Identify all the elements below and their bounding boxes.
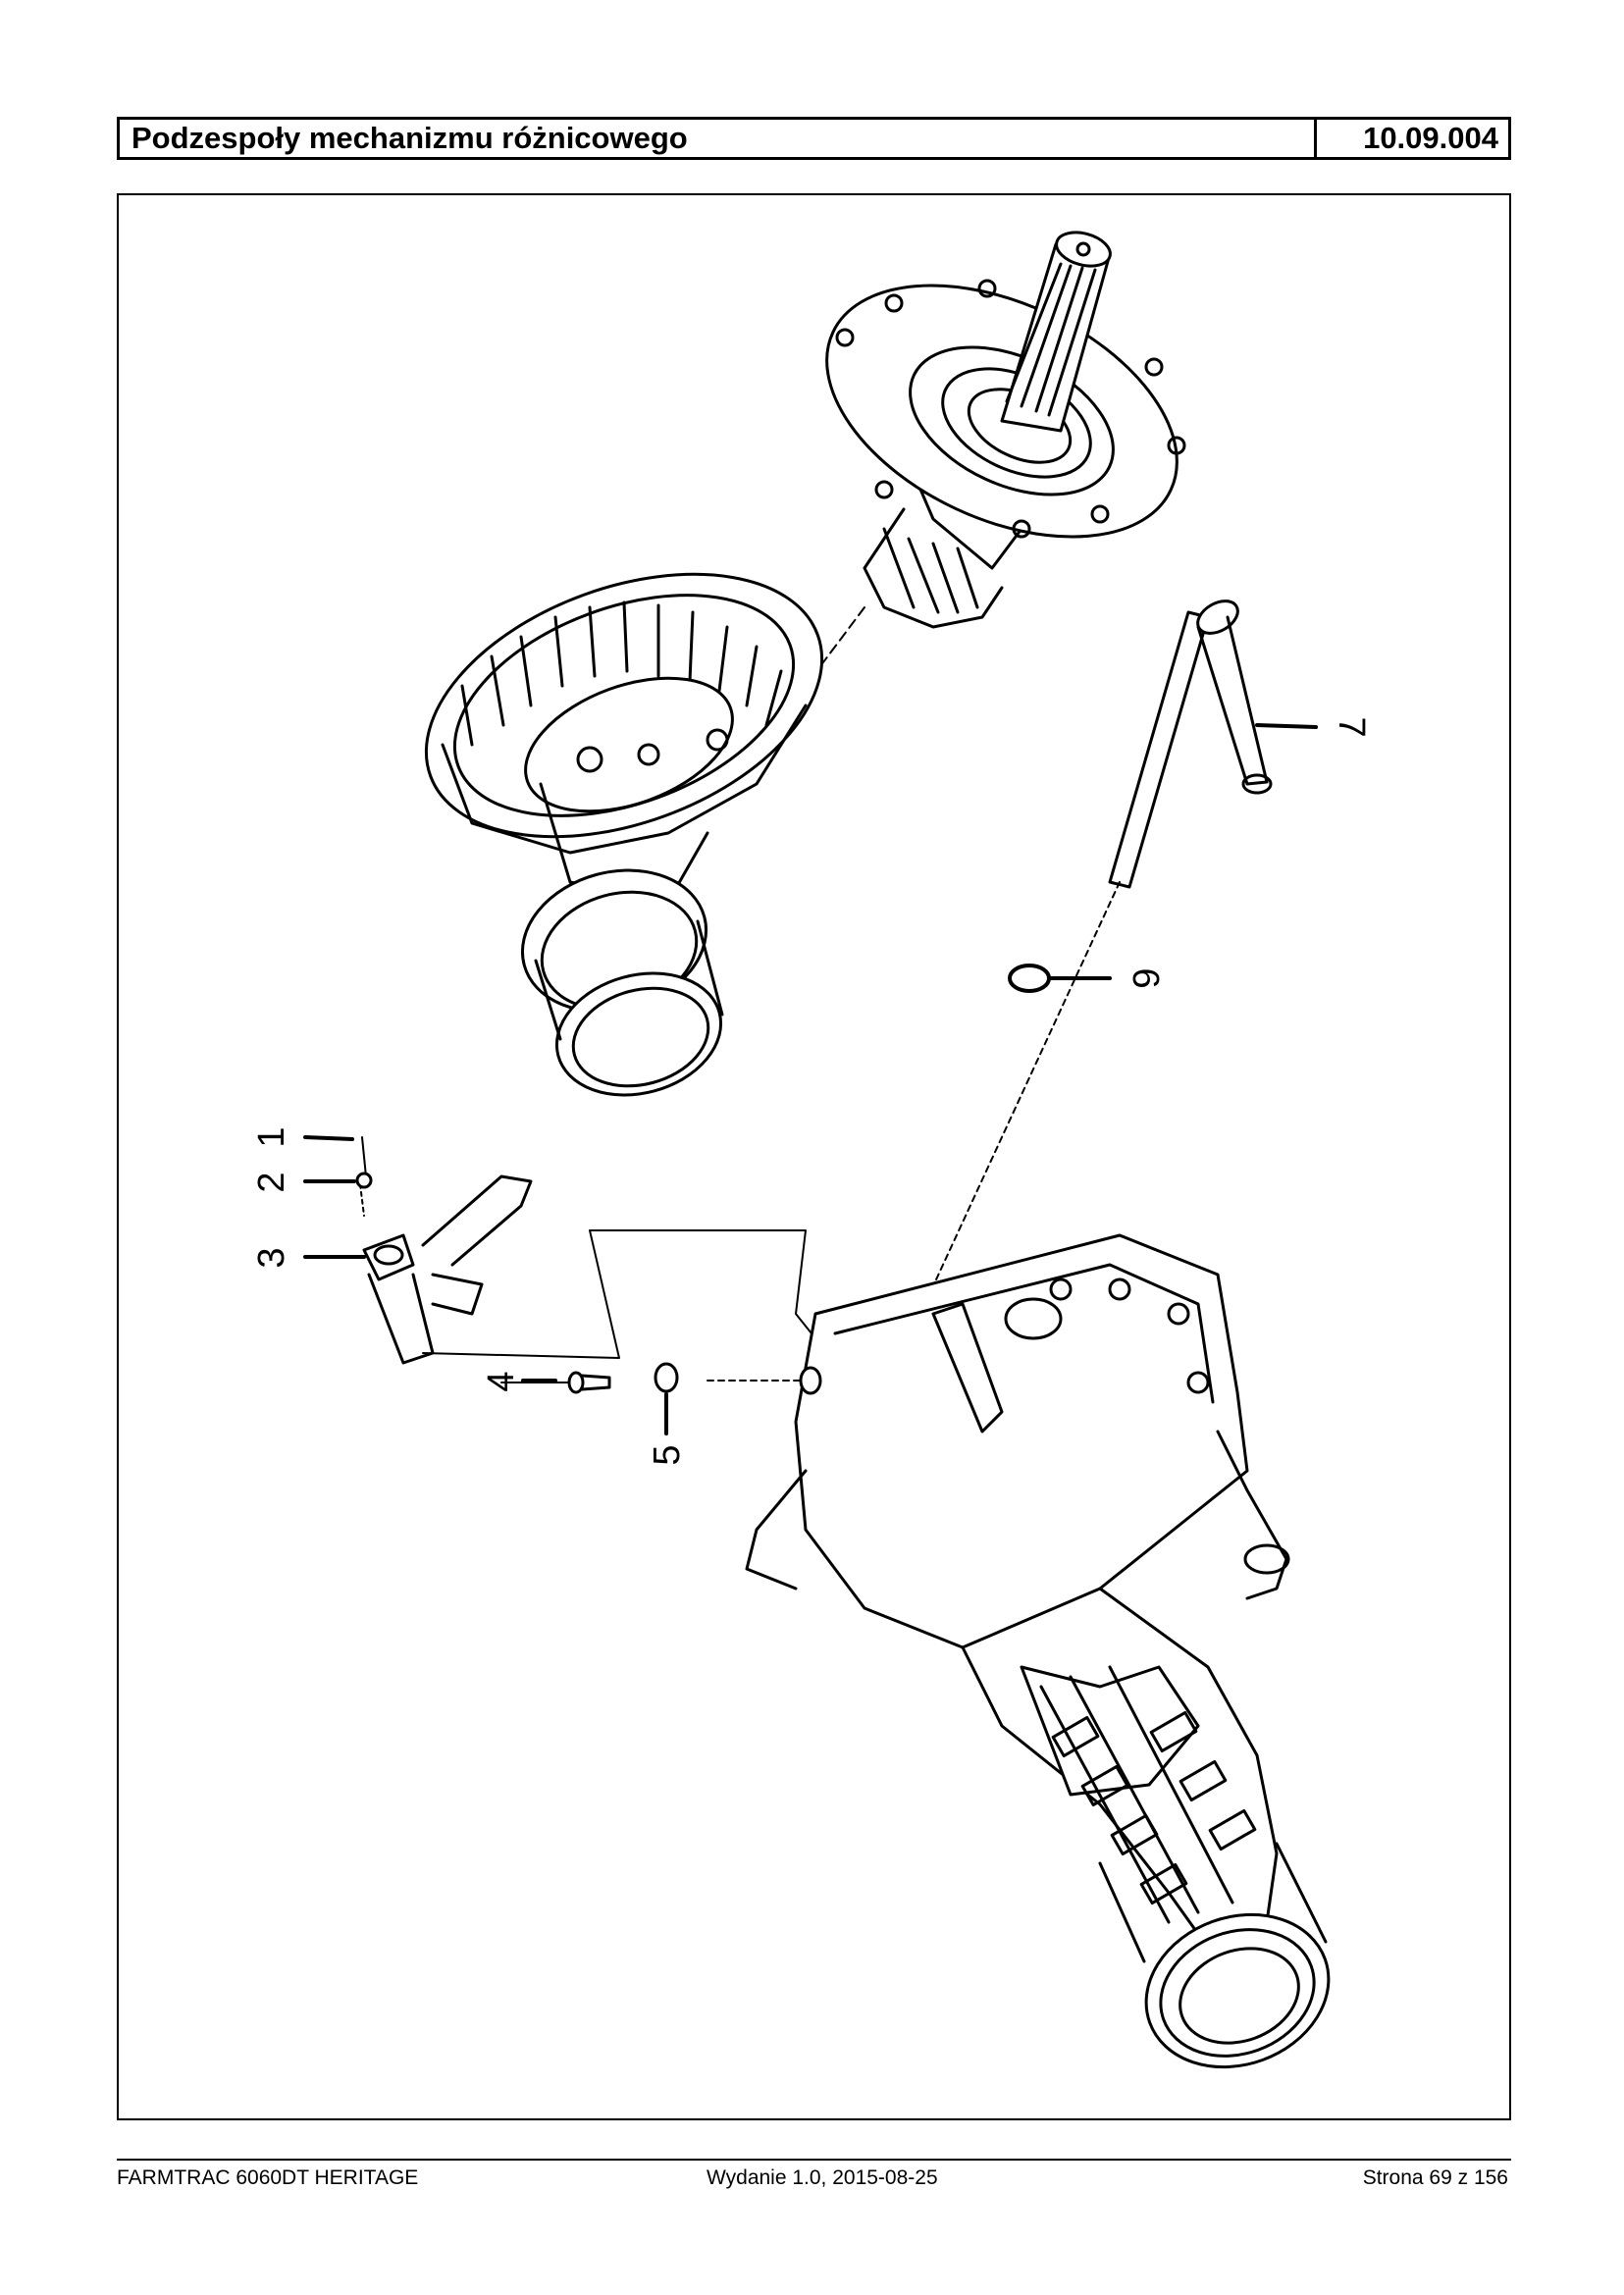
footer-model: FARMTRAC 6060DT HERITAGE xyxy=(117,2166,419,2189)
page-header: Podzespoły mechanizmu różnicowego 10.09.… xyxy=(117,117,1511,160)
assembly-axis xyxy=(913,881,1121,1330)
footer-rule xyxy=(117,2159,1511,2161)
pinion-shaft-assembly xyxy=(825,231,1186,629)
exploded-parts-diagram: 1 2 3 4 5 6 7 xyxy=(251,231,1372,2069)
callout-6: 6 xyxy=(1125,967,1166,988)
callout-3: 3 xyxy=(251,1247,292,1268)
callout-2: 2 xyxy=(251,1172,292,1192)
callout-7: 7 xyxy=(1331,716,1372,737)
drawing-frame: 1 2 3 4 5 6 7 xyxy=(117,193,1511,2120)
lever-shaft xyxy=(1108,600,1273,889)
callout-4: 4 xyxy=(481,1371,522,1391)
housing-bolt-hole xyxy=(799,1366,822,1395)
section-code: 10.09.004 xyxy=(1363,121,1498,155)
callout-5: 5 xyxy=(647,1444,688,1465)
ring-gear-differential xyxy=(424,572,824,1097)
washer xyxy=(654,1362,679,1393)
axle-housing xyxy=(745,1233,1331,2069)
shift-fork-assembly xyxy=(355,1136,533,1365)
seal-ring xyxy=(1008,964,1051,993)
callout-leader-7 xyxy=(1255,723,1318,729)
page-title: Podzespoły mechanizmu różnicowego xyxy=(120,120,1317,157)
callout-leader-1 xyxy=(303,1135,354,1141)
assembly-leader-2 xyxy=(422,1229,816,1359)
footer-page-number: Strona 69 z 156 xyxy=(1362,2166,1508,2189)
footer-edition: Wydanie 1.0, 2015-08-25 xyxy=(707,2166,938,2189)
callout-1: 1 xyxy=(251,1126,292,1147)
